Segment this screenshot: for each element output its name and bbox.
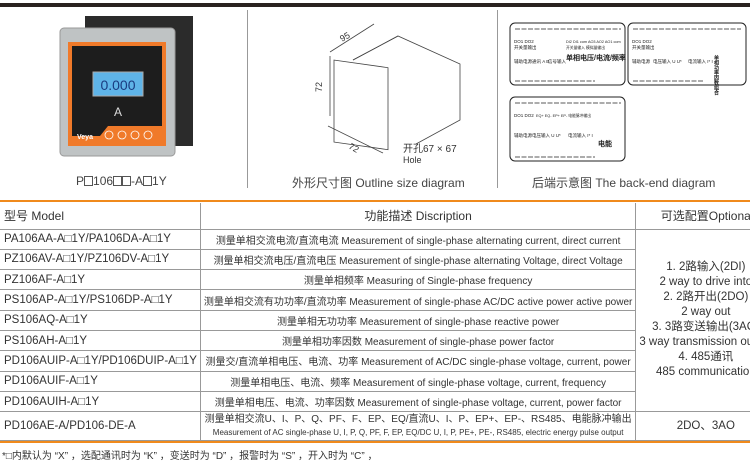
diagram3-title: 电能 — [598, 139, 612, 148]
svg-text:开关量输入 模拟量输出: 开关量输入 模拟量输出 — [566, 45, 605, 50]
footnote: *□内默认为 “X” ，选配通讯时为 “K” ，变送时为 “D” ，报警时为 “… — [2, 451, 378, 462]
svg-text:DO1 DO2: DO1 DO2 — [514, 113, 534, 118]
svg-text:DO1 DO2: DO1 DO2 — [514, 39, 534, 44]
svg-text:DI2 DI1 com AO3 AO2 AO1 com: DI2 DI1 com AO3 AO2 AO1 com — [566, 40, 621, 44]
outline-panel: 95 72 72 开孔67 × 67 Hole 外形尺寸图 Outline si… — [248, 8, 497, 198]
hole-label-en: Hole — [403, 155, 422, 165]
outline-caption: 外形尺寸图 Outline size diagram — [292, 176, 465, 190]
backend-diagram: DO1 DO2 开关量输出 DI2 DI1 com AO3 AO2 AO1 co… — [509, 22, 747, 162]
svg-text:通讯 A B: 通讯 A B — [532, 58, 549, 65]
table-row: PD106AE-A/PD106-DE-A 测量单相交流U、I、P、Q、PF、F、… — [0, 411, 750, 442]
svg-text:电流输入 I* I: 电流输入 I* I — [568, 132, 593, 139]
backend-caption: 后端示意图 The back-end diagram — [532, 176, 716, 190]
top-rule — [0, 3, 750, 7]
model-table: 型号 Model 功能描述 Discription 可选配置Optiona PA… — [0, 203, 750, 442]
brand-logo: Veya — [77, 134, 93, 141]
orange-rule — [0, 200, 750, 202]
orange-rule-bottom — [0, 441, 750, 443]
svg-text:开关量输出: 开关量输出 — [632, 44, 655, 51]
divider — [247, 10, 248, 188]
svg-text:开关量输出: 开关量输出 — [514, 44, 537, 51]
hole-label: 开孔67 × 67 — [403, 143, 457, 155]
svg-text:电流输入 I* I: 电流输入 I* I — [688, 58, 713, 65]
svg-text:电压输入 U U*: 电压输入 U U* — [532, 132, 561, 139]
svg-text:辅助电源: 辅助电源 — [632, 58, 650, 65]
svg-text:信号输入: 信号输入 — [548, 58, 566, 65]
product-photo: 0.000 A Veya — [59, 16, 193, 157]
backend-panel: DO1 DO2 开关量输出 DI2 DI1 com AO3 AO2 AO1 co… — [498, 8, 750, 198]
diagram1-title: 单相电压/电流/频率 — [566, 53, 626, 62]
dim-width: 72 — [347, 141, 361, 155]
svg-text:电压输入 U U*: 电压输入 U U* — [653, 58, 682, 65]
outline-drawing: 95 72 72 开孔67 × 67 Hole — [314, 23, 461, 165]
dim-depth: 95 — [338, 30, 352, 44]
table-header: 型号 Model 功能描述 Discription 可选配置Optiona — [0, 203, 750, 230]
dim-height: 72 — [314, 82, 324, 92]
diagram2-title: 单相功率因数组合 — [713, 54, 720, 96]
display-unit: A — [114, 105, 122, 119]
svg-text:EQ+ EQ- EP+ EP- 电能脉冲输出: EQ+ EQ- EP+ EP- 电能脉冲输出 — [536, 113, 591, 118]
display-reading: 0.000 — [100, 77, 135, 93]
svg-text:DO1 DO2: DO1 DO2 — [632, 39, 652, 44]
divider — [497, 10, 498, 188]
table-row: PA106AA-A□1Y/PA106DA-A□1Y 测量单相交流电流/直流电流 … — [0, 228, 750, 413]
svg-text:辅助电源: 辅助电源 — [514, 58, 532, 65]
svg-text:辅助电源: 辅助电源 — [514, 132, 532, 139]
